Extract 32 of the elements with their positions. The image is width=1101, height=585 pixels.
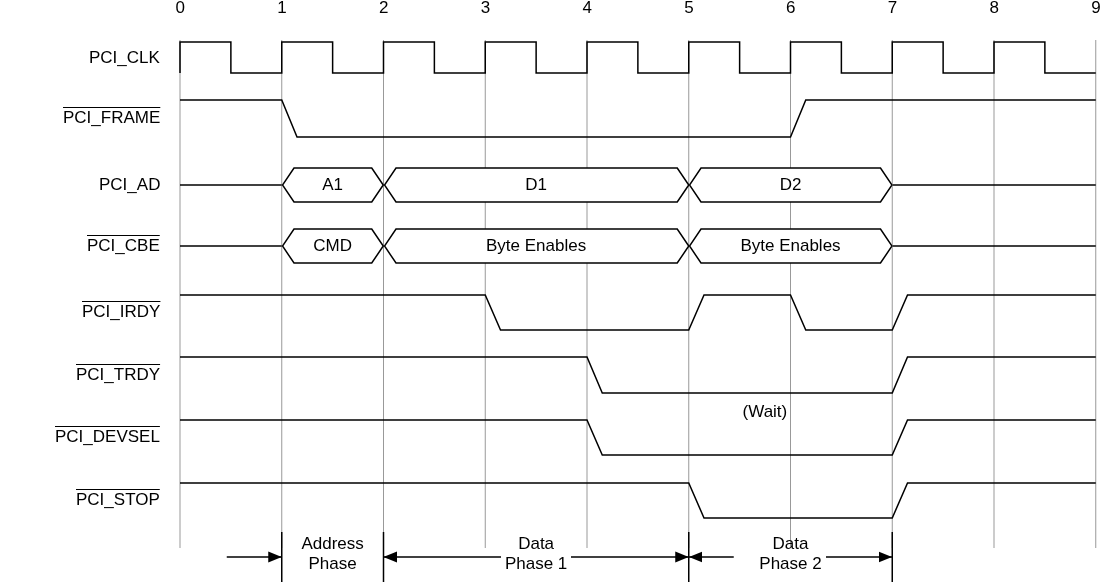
- wait-note: (Wait): [742, 402, 788, 422]
- phase-label: Address Phase: [300, 534, 365, 574]
- bus-value: D2: [778, 175, 803, 195]
- bus-value: D1: [524, 175, 548, 195]
- bus-value-hexagon: [688, 167, 893, 203]
- bus-value: A1: [321, 175, 344, 195]
- bus-value-hexagon: [688, 228, 893, 264]
- signal-name: PCI_CLK: [89, 48, 160, 68]
- cycle-number: 8: [989, 0, 999, 18]
- cycle-number: 1: [277, 0, 287, 18]
- bus-value: Byte Enables: [739, 236, 842, 256]
- cycle-number: 5: [684, 0, 694, 18]
- cycle-number: 4: [582, 0, 592, 18]
- cycle-number: 9: [1091, 0, 1101, 18]
- signal-name: PCI_AD: [99, 175, 161, 195]
- cycle-number: 7: [887, 0, 898, 18]
- signal-name: PCI_CBE: [87, 236, 160, 256]
- bus-value: CMD: [312, 236, 353, 256]
- cycle-number: 3: [480, 0, 491, 18]
- bus-value: Byte Enables: [485, 236, 588, 256]
- cycle-number: 6: [786, 0, 796, 18]
- bus-value-hexagon: [281, 228, 384, 264]
- signal-name: PCI_STOP: [76, 490, 160, 510]
- signal-name: PCI_IRDY: [82, 302, 161, 322]
- cycle-number: 2: [379, 0, 389, 18]
- signal-name: PCI_TRDY: [76, 365, 161, 385]
- cycle-number: 0: [175, 0, 185, 18]
- bus-value-hexagon: [281, 167, 384, 203]
- phase-label: Data Phase 1: [503, 534, 569, 574]
- phase-label: Data Phase 2: [758, 534, 823, 574]
- signal-name: PCI_FRAME: [63, 108, 161, 128]
- signal-name: PCI_DEVSEL: [55, 427, 160, 447]
